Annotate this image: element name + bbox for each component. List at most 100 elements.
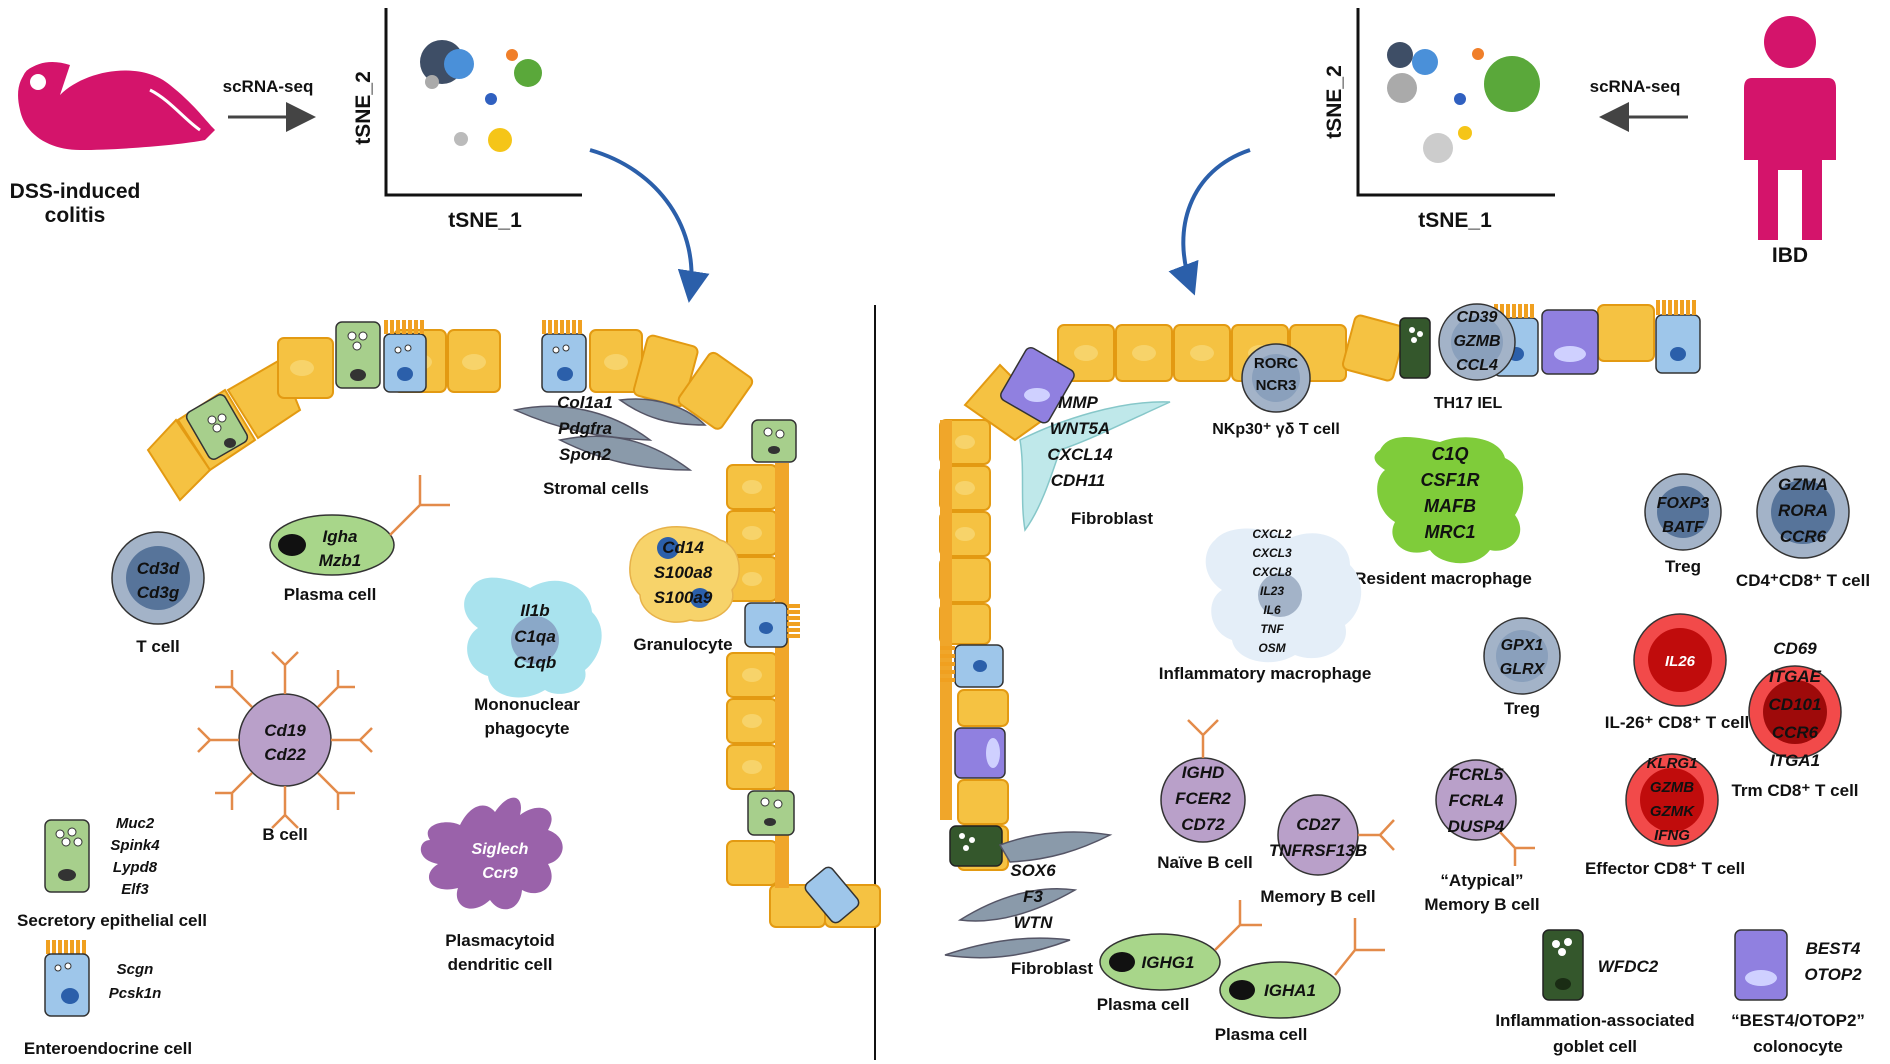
granulocyte — [629, 526, 740, 623]
right-inflam-goblet-2 — [949, 825, 1003, 867]
wfdc2-goblet-icon — [1542, 929, 1584, 1001]
left-tsne-plot — [384, 8, 582, 197]
mono-gene-1: Il1b — [520, 601, 549, 620]
mouse-icon — [18, 62, 215, 150]
left-enteroendocrine-cell-4 — [804, 866, 860, 924]
pdc-gene-1: Siglech — [472, 841, 529, 858]
bcell-label-left: B cell — [262, 825, 307, 844]
fibro-bottom-gene-2: F3 — [1023, 887, 1043, 906]
fibro-top-gene-3: CXCL14 — [1047, 445, 1113, 464]
wfdc2-gene: WFDC2 — [1598, 957, 1659, 976]
inflam-gene-3: CXCL8 — [1252, 565, 1292, 579]
mono-gene-3: C1qb — [514, 653, 557, 672]
il26-gene: IL26 — [1665, 653, 1696, 670]
best4-gene-2: OTOP2 — [1804, 965, 1862, 984]
fibroblast-bottom — [944, 831, 1113, 959]
memory-gene-1: CD27 — [1296, 815, 1341, 834]
pdc-label-1: Plasmacytoid — [445, 931, 555, 950]
effector-t-cell — [1625, 753, 1719, 847]
left-goblet-cell-2 — [335, 321, 381, 389]
naive-gene-1: IGHD — [1182, 763, 1225, 782]
effector-gene-3: GZMK — [1650, 803, 1695, 820]
atypical-gene-1: FCRL5 — [1449, 765, 1504, 784]
left-title-line2: colitis — [45, 204, 106, 227]
resident-gene-4: MRC1 — [1424, 522, 1475, 542]
fibro-bottom-label: Fibroblast — [1011, 959, 1094, 978]
inflam-gene-7: OSM — [1258, 641, 1286, 655]
il26-t-cell — [1633, 613, 1727, 707]
left-goblet-cell-4 — [747, 790, 795, 836]
right-curved-arrow — [1168, 148, 1251, 296]
atypical-gene-2: FCRL4 — [1449, 791, 1504, 810]
fibro-bottom-gene-1: SOX6 — [1010, 861, 1056, 880]
naive-label: Naïve B cell — [1157, 853, 1252, 872]
naive-gene-3: CD72 — [1181, 815, 1225, 834]
resident-macrophage — [1374, 437, 1524, 564]
right-best4-cell-1 — [1000, 346, 1075, 424]
bcell-gene-2: Cd22 — [264, 745, 306, 764]
pdc-label-2: dendritic cell — [448, 955, 553, 974]
tcell-gene-2: Cd3g — [137, 583, 180, 602]
effector-label: Effector CD8⁺ T cell — [1585, 859, 1745, 878]
right-axis-y: tSNE_2 — [1323, 65, 1346, 139]
cd4cd8-gene-3: CCR6 — [1780, 527, 1827, 546]
enteroendo-label: Enteroendocrine cell — [24, 1039, 192, 1058]
inflam-label: Inflammatory macrophage — [1159, 664, 1372, 683]
memory-label: Memory B cell — [1260, 887, 1375, 906]
treg1-gene-1: FOXP3 — [1657, 495, 1710, 512]
plasma-gene-1: Igha — [323, 527, 358, 546]
best4-label-1: “BEST4/OTOP2” — [1731, 1011, 1865, 1030]
trm-gene-3: CD101 — [1769, 695, 1822, 714]
secretory-gene-3: Lypd8 — [113, 859, 158, 876]
cd4cd8-gene-2: RORA — [1778, 501, 1828, 520]
inflam-gene-5: IL6 — [1263, 603, 1281, 617]
trm-label: Trm CD8⁺ T cell — [1731, 781, 1858, 800]
b-cell-left — [197, 651, 373, 829]
plasma-gene-2: Mzb1 — [319, 551, 362, 570]
cd4cd8-gene-1: GZMA — [1778, 475, 1828, 494]
trm-gene-1: CD69 — [1773, 639, 1817, 658]
inflam-gene-1: CXCL2 — [1252, 527, 1292, 541]
effector-gene-2: GZMB — [1650, 779, 1694, 796]
plasma2-gene: IGHA1 — [1264, 981, 1316, 1000]
atypical-label-2: Memory B cell — [1424, 895, 1539, 914]
resident-gene-2: CSF1R — [1420, 470, 1479, 490]
right-enteroendo-cell-3 — [940, 644, 1004, 688]
best4-colonocyte-icon — [1734, 929, 1788, 1001]
plasma-label-left: Plasma cell — [284, 585, 377, 604]
tcell-gene-1: Cd3d — [137, 559, 180, 578]
fibro-top-gene-4: CDH11 — [1051, 471, 1105, 490]
mono-label-1: Mononuclear — [474, 695, 580, 714]
inflam-gene-2: CXCL3 — [1252, 546, 1292, 560]
enteroendo-gene-2: Pcsk1n — [109, 985, 162, 1002]
right-inflam-goblet-1 — [1399, 317, 1431, 379]
secretory-cell-icon — [44, 819, 90, 893]
right-tsne-plot — [1356, 8, 1555, 197]
right-axis-x: tSNE_1 — [1418, 209, 1492, 232]
plasma1-gene: IGHG1 — [1142, 953, 1195, 972]
left-enteroendocrine-cell-2 — [541, 320, 587, 393]
effector-gene-4: IFNG — [1654, 827, 1690, 844]
atypical-label-1: “Atypical” — [1440, 871, 1523, 890]
il26-label: IL-26⁺ CD8⁺ T cell — [1605, 713, 1750, 732]
trm-gene-2: ITGAE — [1769, 667, 1822, 686]
wfdc2-label-2: goblet cell — [1553, 1037, 1637, 1056]
treg2-gene-1: GPX1 — [1501, 637, 1544, 654]
right-best4-cell-3 — [954, 727, 1006, 779]
fibroblast-top — [1019, 401, 1171, 532]
stromal-gene-3: Spon2 — [559, 445, 611, 464]
left-axis-x: tSNE_1 — [448, 209, 522, 232]
plasma-cell-right-1 — [1099, 900, 1262, 991]
plasma-cell-right-2 — [1219, 918, 1385, 1019]
plasma1-label: Plasma cell — [1097, 995, 1190, 1014]
th17-iel-cell — [1438, 303, 1516, 381]
memory-b-cell — [1277, 794, 1395, 876]
enteroendo-gene-1: Scgn — [117, 961, 154, 978]
left-enteroendocrine-cell-3 — [744, 602, 800, 648]
secretory-gene-4: Elf3 — [121, 881, 149, 898]
person-icon — [1744, 16, 1836, 240]
plasma2-label: Plasma cell — [1215, 1025, 1308, 1044]
treg-cell-2 — [1483, 617, 1561, 695]
resident-label: Resident macrophage — [1354, 569, 1532, 588]
